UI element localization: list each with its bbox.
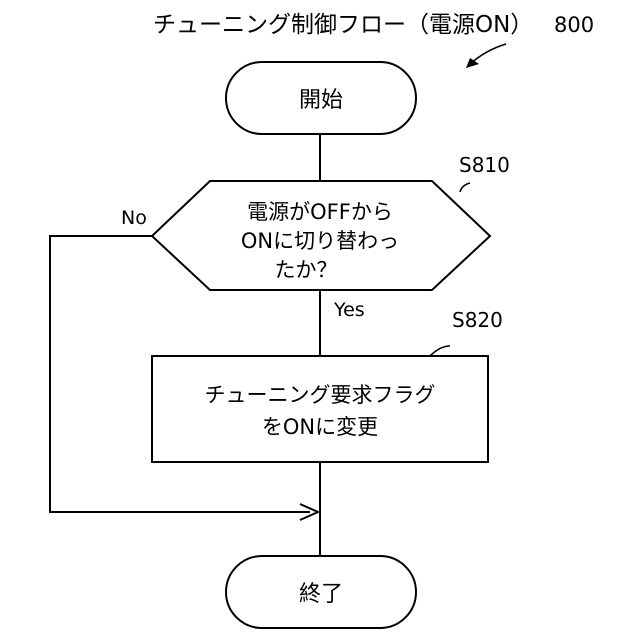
decision-step-leader	[460, 183, 470, 192]
process-step-label: S820	[452, 308, 503, 332]
process-s820	[152, 356, 488, 462]
process-step-leader	[430, 346, 450, 356]
decision-step-label: S810	[459, 153, 510, 177]
figure-pointer-arrow	[470, 44, 506, 64]
process-text-line-2: をONに変更	[262, 415, 378, 439]
flow-title: チューニング制御フロー（電源ON）	[153, 12, 533, 38]
figure-number: 800	[554, 13, 594, 37]
start-label: 開始	[299, 88, 343, 113]
end-label: 終了	[299, 582, 343, 607]
no-label: No	[121, 207, 147, 229]
decision-text-line-1: 電源がOFFから	[247, 200, 393, 224]
decision-text-line-2: ONに切り替わっ	[241, 229, 399, 253]
decision-text-line-3: たか？	[275, 258, 338, 282]
yes-label: Yes	[333, 299, 365, 321]
process-text-line-1: チューニング要求フラグ	[205, 383, 436, 407]
figure-pointer-arrowhead	[466, 58, 479, 68]
